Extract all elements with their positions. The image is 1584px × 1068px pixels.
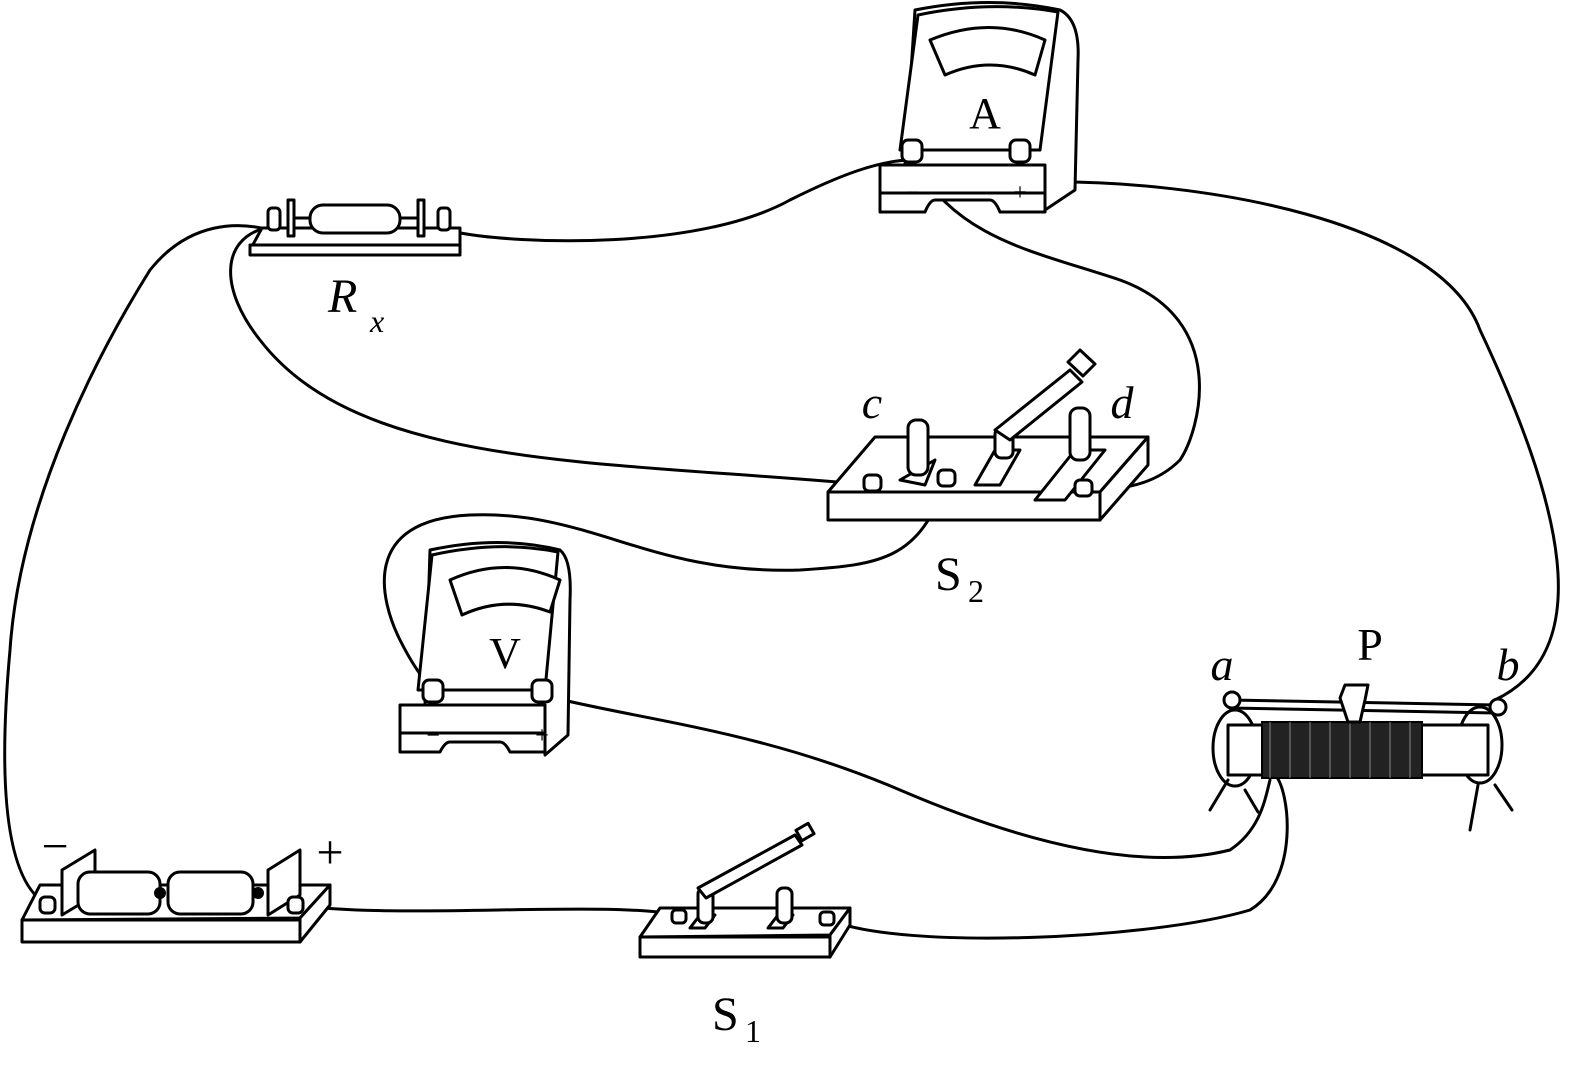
battery-plus: +	[316, 826, 343, 879]
s1-subscript: 1	[745, 1013, 761, 1049]
wires	[3, 158, 1560, 940]
voltmeter-minus: −	[426, 723, 440, 749]
wire-rx-to-c	[229, 226, 874, 487]
rheostat-b-label: b	[1497, 639, 1520, 690]
ammeter-label: A	[969, 89, 1001, 138]
switch-s2: c d S 2	[826, 348, 1150, 609]
s2-subscript: 2	[968, 573, 984, 609]
terminal-d-label: d	[1111, 377, 1135, 428]
wire-battery-to-s1	[294, 903, 682, 917]
s1-label: S	[712, 988, 739, 1041]
rheostat-a-label: a	[1211, 639, 1234, 690]
wire-rx-to-ammeter	[453, 158, 914, 243]
voltmeter-plus: +	[535, 723, 549, 749]
terminal-c-label: c	[862, 377, 882, 428]
voltmeter-label: V	[489, 629, 521, 678]
resistor-rx: R x	[248, 198, 462, 339]
battery-minus: −	[41, 820, 68, 873]
wire-s2-to-voltmeter	[382, 478, 948, 692]
voltmeter: V − +	[398, 541, 572, 757]
rheostat: a P b	[1208, 619, 1520, 832]
wire-s1-to-rheostat	[828, 773, 1289, 940]
wire-voltmeter-to-rheostat	[540, 693, 1272, 859]
switch-s1: S 1	[638, 821, 852, 1049]
ammeter-minus: −	[906, 180, 920, 206]
ammeter-plus: +	[1013, 180, 1027, 206]
wire-ammeter-to-d	[910, 158, 1201, 491]
rx-label: R	[327, 270, 357, 323]
rheostat-p-label: P	[1357, 619, 1383, 670]
battery: − +	[20, 820, 344, 944]
wire-ammeter-to-b	[1043, 180, 1560, 702]
wire-battery-to-rx	[3, 224, 272, 907]
s2-label: S	[935, 548, 962, 601]
ammeter: A − +	[878, 1, 1080, 214]
rx-subscript: x	[369, 303, 384, 339]
